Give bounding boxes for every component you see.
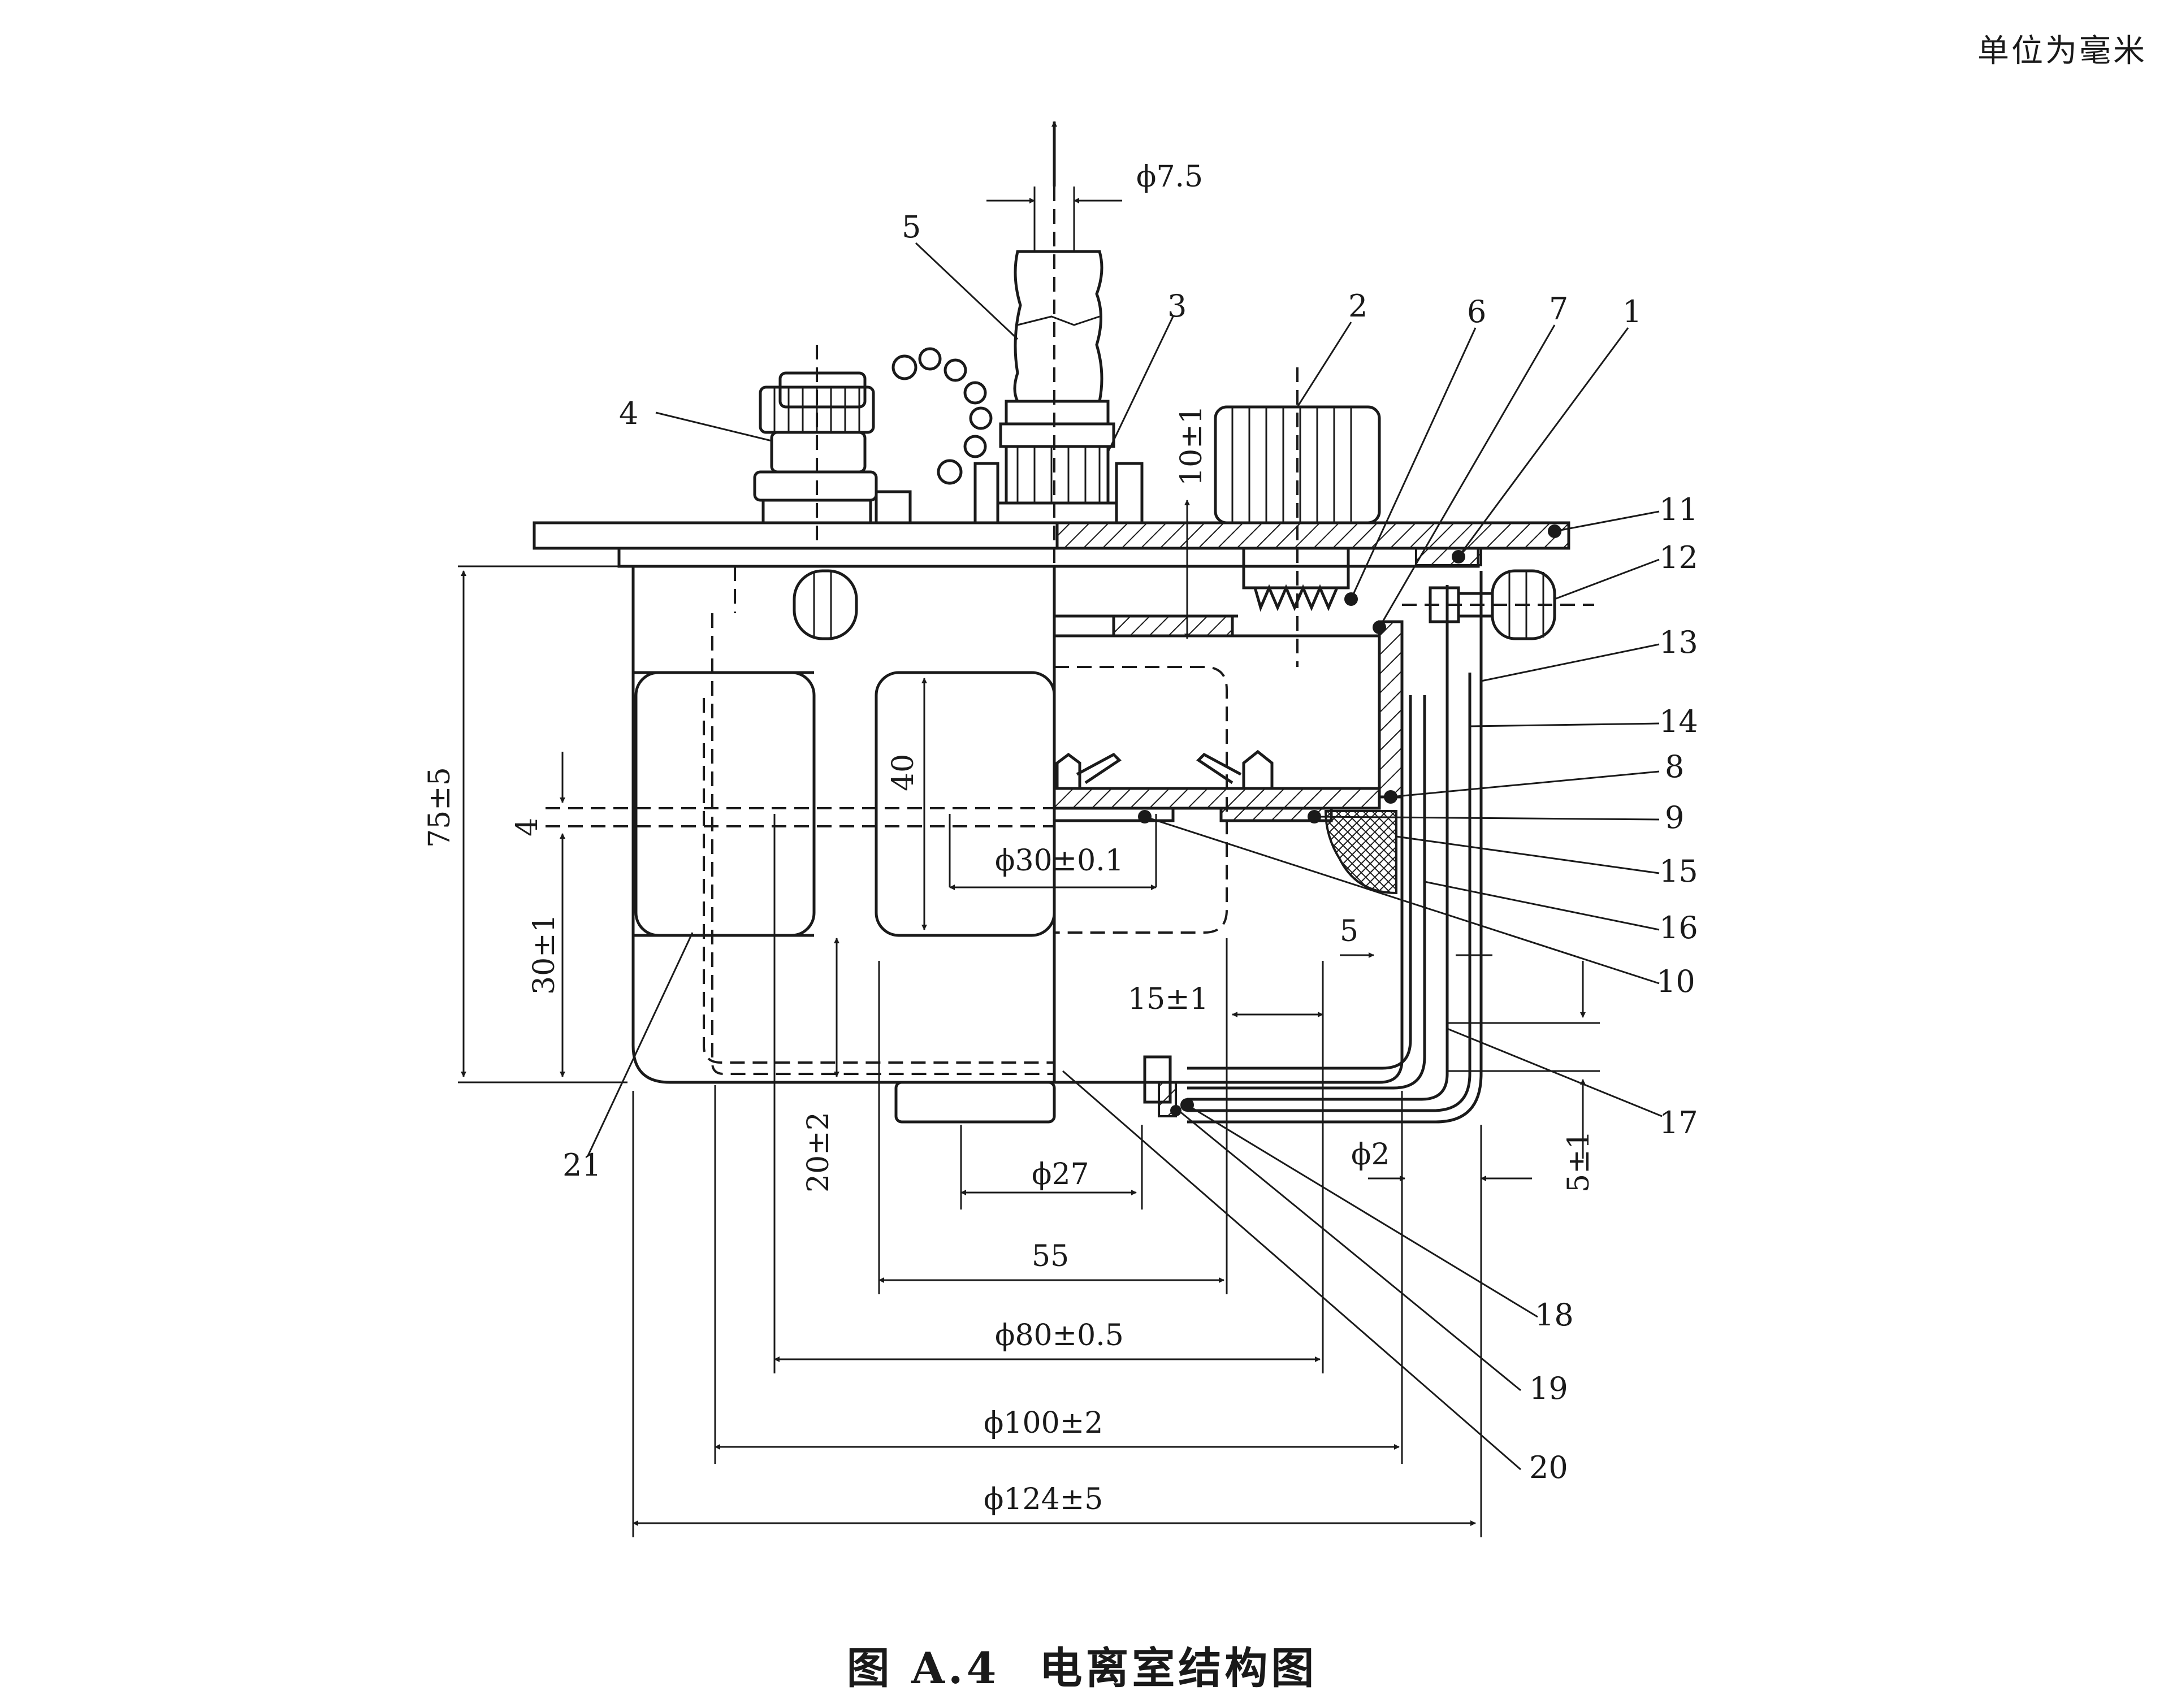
centerlines xyxy=(546,367,1594,827)
connector-3-5 xyxy=(973,121,1144,1080)
callout-18: 18 xyxy=(1535,1297,1574,1333)
callout-3: 3 xyxy=(1167,288,1187,324)
section-view xyxy=(1053,405,1556,1124)
callout-21: 21 xyxy=(562,1147,601,1183)
side-knob xyxy=(793,569,858,640)
figure-title: 电离室结构图 xyxy=(1039,1643,1318,1693)
callout-2: 2 xyxy=(1348,288,1367,324)
figure-number: 图 A.4 xyxy=(846,1643,1000,1693)
dim-5: 5 xyxy=(1340,914,1358,948)
callout-12: 12 xyxy=(1659,540,1698,575)
dim-phi-7-5: ϕ7.5 xyxy=(1136,160,1203,194)
callout-6: 6 xyxy=(1467,294,1486,330)
callout-20: 20 xyxy=(1529,1450,1568,1485)
callout-5: 5 xyxy=(902,209,921,245)
housing-body xyxy=(631,566,1056,1124)
callout-4: 4 xyxy=(619,396,638,431)
callout-11: 11 xyxy=(1659,492,1698,527)
dim-phi-30: ϕ30±0.1 xyxy=(995,844,1124,878)
leader-lines xyxy=(587,242,1663,1471)
dim-phi-80: ϕ80±0.5 xyxy=(995,1319,1124,1352)
callout-15: 15 xyxy=(1659,853,1698,889)
callout-10: 10 xyxy=(1656,964,1695,999)
dim-phi-2: ϕ2 xyxy=(1351,1138,1390,1172)
connector-4 xyxy=(753,345,878,543)
dim-10: 10±1 xyxy=(1175,405,1209,486)
callout-9: 9 xyxy=(1665,800,1684,835)
callout-16: 16 xyxy=(1659,910,1698,946)
unit-note: 单位为毫米 xyxy=(1977,33,2147,70)
dim-phi-100: ϕ100±2 xyxy=(984,1406,1103,1440)
callout-labels: 1 2 3 4 5 6 7 8 9 10 11 12 13 14 15 16 1… xyxy=(562,209,1698,1485)
dimension-lines xyxy=(458,187,1600,1537)
dim-5-1: 5±1 xyxy=(1562,1130,1596,1193)
dim-phi-27: ϕ27 xyxy=(1032,1158,1089,1191)
chain xyxy=(875,347,993,524)
callout-17: 17 xyxy=(1659,1105,1698,1141)
dim-4: 4 xyxy=(510,818,544,836)
top-plate xyxy=(533,521,1570,568)
dim-phi-124: ϕ124±5 xyxy=(984,1482,1103,1516)
dim-75: 75±5 xyxy=(423,767,457,848)
callout-7: 7 xyxy=(1549,291,1568,327)
dim-30: 30±1 xyxy=(527,914,561,995)
callout-8: 8 xyxy=(1665,749,1684,784)
dim-20: 20±2 xyxy=(802,1112,836,1193)
dim-15: 15±1 xyxy=(1128,982,1209,1016)
dim-40: 40 xyxy=(886,754,920,791)
callout-19: 19 xyxy=(1529,1371,1568,1406)
callout-1: 1 xyxy=(1622,294,1642,330)
dim-55: 55 xyxy=(1032,1239,1069,1273)
callout-14: 14 xyxy=(1659,704,1698,739)
figure-caption: 图 A.4 电离室结构图 xyxy=(0,1633,2164,1696)
dimension-labels: ϕ7.5 10±1 75±5 4 30±1 40 ϕ30±0.1 5 15±1 … xyxy=(423,160,1596,1516)
callout-13: 13 xyxy=(1659,625,1698,660)
